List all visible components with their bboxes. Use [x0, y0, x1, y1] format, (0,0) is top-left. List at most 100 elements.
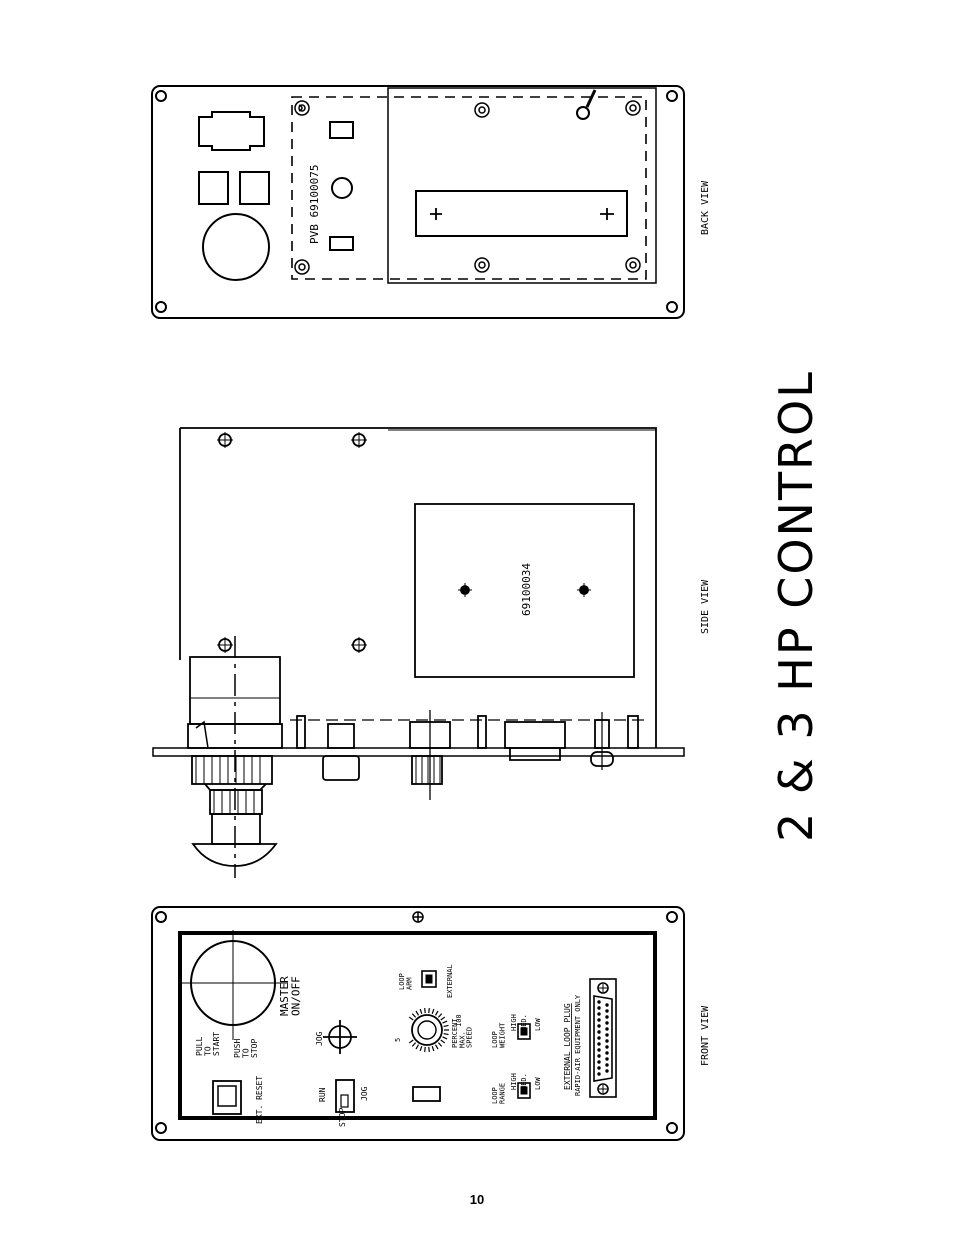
- run-stop-jog-switch[interactable]: [335, 1079, 355, 1113]
- capacitor-housing: [387, 87, 657, 284]
- loop-range-low-label: LOW: [534, 1077, 542, 1090]
- mounting-hole-icon: [666, 1122, 678, 1134]
- plug-pin: [605, 1039, 609, 1043]
- mounting-hole-icon: [155, 90, 167, 102]
- loop-range-med-label: MED.: [520, 1073, 528, 1090]
- dial-tick: [415, 1044, 420, 1050]
- dial-tick: [440, 1039, 446, 1044]
- loop-arm-label: LOOPARM: [398, 973, 413, 990]
- front-view: [151, 906, 685, 1141]
- mounting-hole-icon: [666, 911, 678, 923]
- dial-tick: [419, 1008, 423, 1015]
- loop-weight-med-label: MED.: [520, 1014, 528, 1031]
- standoff-icon: [625, 257, 641, 273]
- loop-weight-high-label: HIGH: [510, 1014, 518, 1031]
- standoff-icon: [474, 102, 490, 118]
- dial-tick: [428, 1046, 430, 1052]
- plug-pin: [605, 1027, 609, 1031]
- screw-icon: [412, 911, 424, 923]
- plug-pin: [597, 1060, 601, 1064]
- dial-tick: [434, 1044, 439, 1050]
- plug-pin: [605, 1057, 609, 1061]
- mounting-hole-icon: [666, 90, 678, 102]
- plug-pin: [597, 1048, 601, 1052]
- dial-tick: [411, 1013, 417, 1018]
- plug-pin: [597, 1054, 601, 1058]
- pvb-board-outline: [291, 96, 647, 280]
- jog-switch-label: JOG: [360, 1086, 369, 1101]
- plug-pin: [605, 1009, 609, 1013]
- dial-tick: [437, 1013, 443, 1018]
- plug-pin: [605, 1033, 609, 1037]
- plug-pin: [605, 1069, 609, 1073]
- loop-weight-label: LOOPWEIGHT: [491, 1022, 506, 1048]
- plug-pin: [597, 1036, 601, 1040]
- mounting-hole-icon: [155, 1122, 167, 1134]
- loop-weight-low-label: LOW: [534, 1018, 542, 1031]
- page-number: 10: [469, 1192, 485, 1207]
- master-switch-body: [202, 213, 270, 281]
- plug-pin: [597, 1018, 601, 1022]
- mounting-hole-icon: [155, 911, 167, 923]
- front-labels: MASTERON/OFF PULLTOSTART PUSHTOSTOP EXT.…: [195, 964, 582, 1127]
- plug-pin: [597, 1006, 601, 1010]
- connector-outline: [198, 111, 265, 151]
- dial-max-label: 100: [455, 1014, 463, 1027]
- plug-pin: [597, 1072, 601, 1076]
- dial-tick: [434, 1010, 439, 1016]
- indicator-window: [412, 1086, 441, 1102]
- ext-reset-button[interactable]: [212, 1080, 242, 1115]
- side-view: [152, 427, 685, 878]
- screw-icon: [217, 432, 233, 448]
- plug-pin: [605, 1051, 609, 1055]
- dial-tick: [428, 1008, 430, 1014]
- jog-knob-label: JOG: [315, 1031, 324, 1046]
- plug-pin: [597, 1030, 601, 1034]
- dial-tick: [437, 1042, 443, 1047]
- plug-pin: [605, 1045, 609, 1049]
- plug-pin: [597, 1000, 601, 1004]
- back-standoffs: [294, 100, 641, 275]
- dial-tick: [411, 1042, 417, 1047]
- back-view: [151, 85, 685, 319]
- plug-pin: [605, 1015, 609, 1019]
- dial-tick: [443, 1024, 449, 1028]
- dial-tick: [442, 1020, 448, 1024]
- screw-icon: [351, 637, 367, 653]
- standoff-icon: [625, 100, 641, 116]
- back-panel-outline: [151, 85, 685, 319]
- run-label: RUN: [318, 1087, 327, 1102]
- loop-range-label: LOOPRANGE: [491, 1083, 506, 1104]
- dial-tick: [415, 1010, 420, 1016]
- side-board-label: 69100034: [520, 563, 533, 616]
- dial-tick: [431, 1008, 435, 1015]
- screw-icon: [351, 432, 367, 448]
- plug-pin: [597, 1042, 601, 1046]
- plug-pin: [597, 1012, 601, 1016]
- front-label-plate: [178, 931, 657, 1120]
- standoff-icon: [474, 257, 490, 273]
- dial-tick: [424, 1046, 426, 1052]
- side-view-label: SIDE VIEW: [700, 579, 711, 634]
- jog-knob[interactable]: [323, 1020, 357, 1054]
- speed-dial[interactable]: [408, 1008, 449, 1052]
- dial-tick: [431, 1045, 435, 1052]
- dial-min-label: 5: [394, 1038, 402, 1042]
- relay-block: [239, 171, 270, 205]
- loop-arm-switch[interactable]: [421, 970, 437, 988]
- external-label: EXTERNAL: [446, 964, 454, 998]
- external-loop-plug[interactable]: [589, 978, 617, 1098]
- loop-weight-switch[interactable]: [517, 1023, 531, 1040]
- back-view-label: BACK VIEW: [700, 180, 711, 235]
- dial-tick: [419, 1045, 423, 1052]
- page-title: 2 & 3 HP CONTROL: [769, 370, 823, 842]
- percent-max-speed-label: PERCENTMAX.SPEED: [451, 1018, 474, 1048]
- mounting-hole-icon: [666, 301, 678, 313]
- loop-range-switch[interactable]: [517, 1082, 531, 1099]
- standoff-icon: [294, 259, 310, 275]
- ext-reset-label: EXT. RESET: [255, 1076, 264, 1124]
- plug-pin: [605, 1063, 609, 1067]
- screw-icon: [217, 637, 233, 653]
- front-panel-outline: [151, 906, 685, 1141]
